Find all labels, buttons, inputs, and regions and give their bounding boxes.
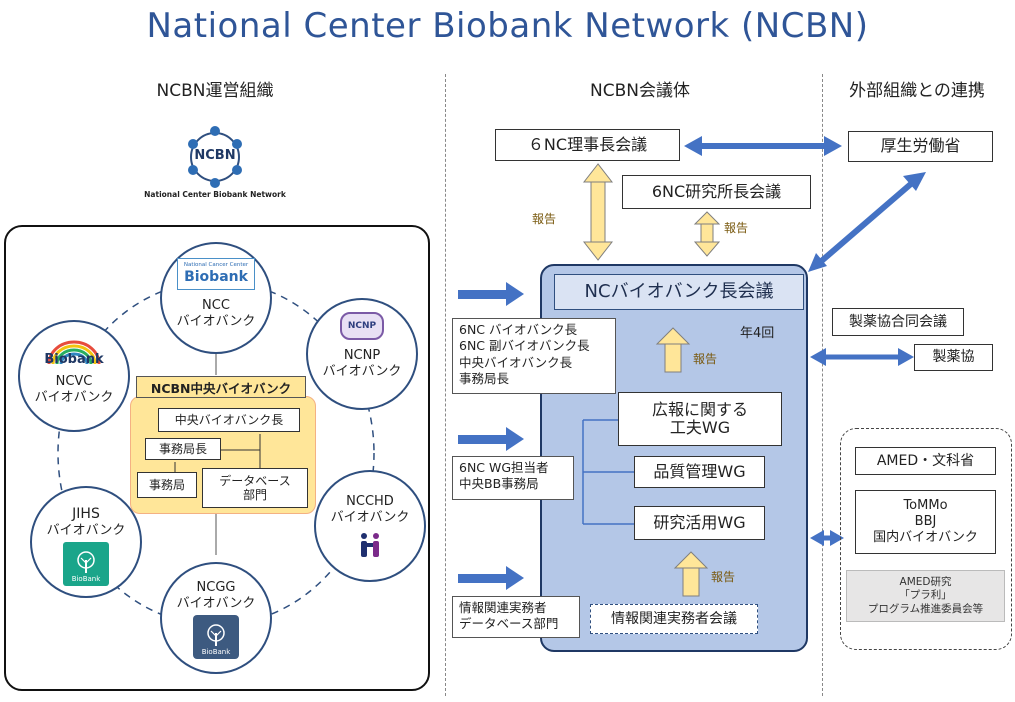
- member-line: 事務局長: [459, 370, 510, 386]
- external-partners-group: [840, 428, 1012, 650]
- amed-program-line: 「プラ利」: [899, 589, 952, 602]
- ncvc-logo: Biobank: [41, 338, 107, 368]
- section-left-heading: NCBN運営組織: [156, 81, 274, 101]
- pharma-joint-box: 製薬協合同会議: [832, 308, 964, 336]
- board-mhlw-arrow: [684, 136, 842, 156]
- qc-wg-box: 品質管理WG: [634, 456, 765, 488]
- member-line: 6NC WG担当者: [459, 460, 549, 475]
- section-right-heading: 外部組織との連携: [849, 81, 985, 101]
- council-mhlw-arrow: [808, 172, 926, 272]
- member-line: 中央バイオバンク長: [459, 354, 573, 370]
- council-pharma-arrow: [810, 348, 914, 366]
- ncchd-biobank-node: NCCHD バイオバンク: [314, 470, 426, 582]
- ncgg-name: NCGG: [196, 580, 236, 595]
- mhlw-box: 厚生労働省: [848, 131, 993, 162]
- divider-left: [445, 74, 446, 696]
- cohort-item: ToMMo: [903, 497, 948, 513]
- ncvc-logo-text: Biobank: [44, 352, 104, 367]
- ncnp-sub: バイオバンク: [322, 363, 402, 379]
- ncvc-sub: バイオバンク: [34, 389, 114, 405]
- secretariat-box: 事務局: [137, 472, 197, 498]
- tree-icon: [77, 551, 95, 573]
- research-wg-box: 研究活用WG: [634, 506, 765, 540]
- secretary-general-box: 事務局長: [145, 438, 221, 460]
- board-council-yellow-arrow: [582, 163, 614, 261]
- member-line: 中央BB事務局: [459, 476, 539, 492]
- wg-bracket-lines: [582, 419, 634, 525]
- section-middle-heading: NCBN会議体: [590, 81, 690, 101]
- ncbn-logo-text: NCBN: [194, 148, 236, 163]
- jihs-sub: バイオバンク: [46, 522, 126, 538]
- ncgg-logo-text: BioBank: [201, 647, 231, 656]
- amed-mext-box: AMED・文科省: [855, 447, 996, 475]
- members2-arrow: [458, 427, 524, 451]
- database-dept-box: データベース 部門: [202, 468, 308, 508]
- members3-note: 情報関連実務者 データベース部門: [452, 596, 580, 638]
- ncchd-sub: バイオバンク: [330, 509, 410, 525]
- page-title: National Center Biobank Network (NCBN): [146, 6, 869, 46]
- info-report-yellow-arrow: [673, 551, 709, 597]
- ncgg-sub: バイオバンク: [176, 595, 256, 611]
- central-biobank-label: NCBN中央バイオバンク: [136, 376, 306, 398]
- ncchd-logo-icon: [357, 531, 383, 564]
- wg-report-yellow-arrow: [655, 327, 691, 373]
- amed-program-line: AMED研究: [899, 575, 952, 588]
- ncbn-logo: NCBN: [180, 122, 250, 192]
- meeting-frequency: 年4回: [740, 326, 775, 341]
- amed-program-line: プログラム推進委員会等: [867, 602, 984, 615]
- members1-note: 6NC バイオバンク長 6NC 副バイオバンク長 中央バイオバンク長 事務局長: [452, 318, 616, 394]
- report-label-directors: 報告: [724, 221, 749, 235]
- report-label-wg: 報告: [693, 352, 718, 366]
- tree-icon: [207, 624, 225, 646]
- ncgg-logo: BioBank: [193, 615, 239, 660]
- ncc-name: NCC: [202, 298, 230, 313]
- ncc-sub: バイオバンク: [176, 313, 256, 329]
- ncc-logo-main: Biobank: [184, 268, 248, 285]
- ncnp-logo: NCNP: [340, 312, 384, 340]
- council-external-arrow: [810, 530, 844, 546]
- ncgg-biobank-node: NCGG バイオバンク BioBank: [160, 562, 272, 674]
- member-line: 6NC 副バイオバンク長: [459, 338, 590, 354]
- member-line: 6NC バイオバンク長: [459, 322, 578, 337]
- board-meeting-box: ６NC理事長会議: [495, 129, 680, 161]
- divider-right: [822, 74, 823, 696]
- members3-arrow: [458, 566, 524, 590]
- report-label-board: 報告: [532, 212, 557, 226]
- ncc-logo: National Cancer Center Biobank: [177, 258, 255, 290]
- member-line: 情報関連実務者: [459, 600, 547, 615]
- ncc-logo-top: National Cancer Center: [183, 262, 249, 269]
- ncbn-logo-caption: National Center Biobank Network: [144, 190, 286, 199]
- member-line: データベース部門: [459, 616, 559, 632]
- directors-meeting-box: 6NC研究所長会議: [622, 175, 811, 209]
- jihs-logo-text: BioBank: [71, 575, 101, 583]
- members1-arrow: [458, 282, 524, 306]
- central-head-box: 中央バイオバンク長: [158, 408, 300, 432]
- amed-program-box: AMED研究 「プラ利」 プログラム推進委員会等: [846, 570, 1005, 622]
- ncchd-name: NCCHD: [346, 494, 394, 509]
- ncvc-name: NCVC: [55, 374, 93, 389]
- pharma-box: 製薬協: [914, 344, 993, 371]
- directors-council-yellow-arrow: [693, 211, 721, 257]
- cohorts-box: ToMMo BBJ 国内バイオバンク: [855, 490, 996, 554]
- ncc-biobank-node: National Cancer Center Biobank NCC バイオバン…: [160, 242, 272, 354]
- ncnp-name: NCNP: [343, 348, 381, 363]
- pr-wg-box: 広報に関する 工夫WG: [618, 392, 782, 446]
- report-label-info: 報告: [711, 570, 736, 584]
- ncvc-biobank-node: Biobank NCVC バイオバンク: [18, 320, 130, 432]
- cohort-item: 国内バイオバンク: [873, 530, 978, 546]
- cohort-item: BBJ: [914, 513, 937, 529]
- ncnp-biobank-node: NCNP NCNP バイオバンク: [306, 298, 418, 410]
- biobank-heads-meeting-box: NCバイオバンク長会議: [554, 274, 804, 310]
- jihs-name: JIHS: [72, 506, 100, 522]
- jihs-biobank-node: JIHS バイオバンク BioBank: [30, 486, 142, 598]
- jihs-logo: BioBank: [63, 542, 109, 587]
- info-meeting-box: 情報関連実務者会議: [590, 604, 758, 634]
- members2-note: 6NC WG担当者 中央BB事務局: [452, 456, 574, 500]
